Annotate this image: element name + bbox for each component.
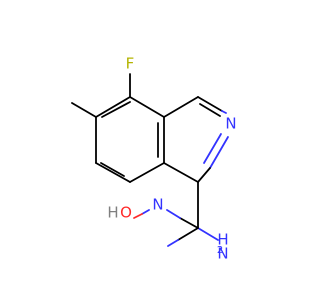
bond bbox=[166, 209, 181, 219]
oxime-nitrogen-label: N bbox=[152, 196, 163, 214]
bond bbox=[163, 162, 199, 183]
ring-nitrogen-label: N bbox=[225, 115, 236, 133]
hydroxyl-oxygen-label: O bbox=[120, 204, 132, 222]
bond bbox=[167, 239, 179, 247]
bond bbox=[95, 96, 131, 118]
molecule-drawing: F N N H O H 2 N bbox=[71, 55, 237, 263]
amine-subscript-label: 2 bbox=[217, 245, 223, 256]
atom-labels: F N N H O H 2 N bbox=[107, 55, 236, 263]
bond bbox=[199, 103, 221, 117]
structure-canvas: F N N H O H 2 N bbox=[71, 55, 237, 263]
hydroxyl-hydrogen-label: H bbox=[107, 204, 118, 222]
bond bbox=[221, 110, 227, 114]
amine-hydrogen-label: H bbox=[217, 231, 228, 249]
bond bbox=[100, 162, 125, 177]
bond bbox=[177, 227, 199, 241]
bond bbox=[129, 162, 165, 183]
carbon-bonds bbox=[71, 73, 223, 229]
bond bbox=[197, 96, 223, 112]
bond bbox=[71, 102, 97, 118]
bond bbox=[179, 217, 199, 229]
bond bbox=[101, 101, 131, 118]
amine-nitrogen-label: N bbox=[217, 245, 228, 263]
fluorine-label: F bbox=[126, 55, 135, 73]
bond bbox=[129, 96, 165, 118]
bond bbox=[133, 213, 143, 219]
bond bbox=[141, 209, 150, 215]
bond bbox=[95, 162, 131, 183]
nitrogen-bonds bbox=[133, 110, 229, 247]
bond bbox=[197, 227, 219, 241]
bond bbox=[209, 136, 229, 169]
bond bbox=[163, 96, 199, 118]
bond bbox=[197, 167, 211, 183]
bond bbox=[203, 133, 222, 164]
